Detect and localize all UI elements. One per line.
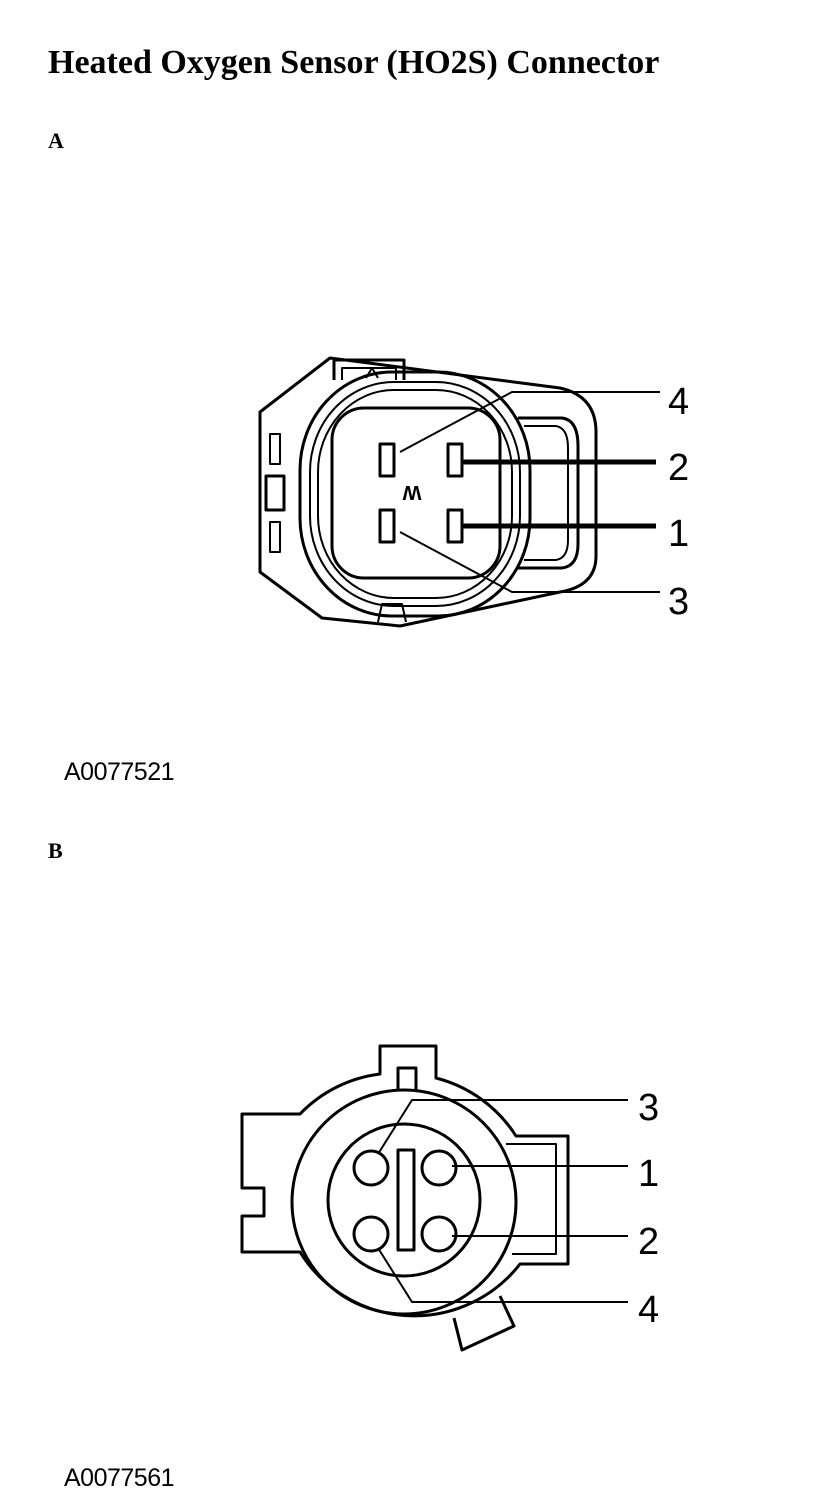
connector-b-housing: [240, 1044, 570, 1318]
connector-b-pin-label-1: 1: [638, 1153, 659, 1195]
connector-a-diagram: W 4 2 1 3: [258, 356, 689, 628]
connector-b-leader-3: [377, 1099, 628, 1155]
connector-b-pin-face: [326, 1122, 482, 1278]
connector-a-housing: [258, 356, 598, 628]
connector-a-pin-label-3: 3: [668, 581, 689, 623]
connector-a-pin-1-terminal: [446, 508, 464, 544]
connector-a-lock-tab: [332, 358, 406, 380]
connector-b-inner-ring: [290, 1088, 518, 1316]
connector-b-bottom-key: [452, 1295, 516, 1352]
connector-a-pin-label-1: 1: [668, 513, 689, 555]
connector-a-side-latch: [518, 416, 580, 570]
connector-b-pin-label-3: 3: [638, 1087, 659, 1129]
connector-b-pin-label-2: 2: [638, 1221, 659, 1263]
connector-a-pin-label-4: 4: [668, 381, 689, 423]
connector-a-pin-2-terminal: [446, 442, 464, 478]
connector-b-center-key: [396, 1148, 416, 1252]
connector-a-figure-id: A0077521: [64, 758, 175, 786]
connector-b-pin-1-terminal: [420, 1149, 458, 1187]
connector-a-cavity: [330, 406, 502, 580]
connector-b-pin-3-terminal: [352, 1149, 390, 1187]
connector-a-pin-label-2: 2: [668, 447, 689, 489]
page-title: Heated Oxygen Sensor (HO2S) Connector: [48, 44, 660, 81]
connector-a-leader-3: [399, 531, 660, 593]
connector-b-pin-4-terminal: [352, 1215, 390, 1253]
connector-a-cavity-mark: W: [402, 481, 421, 503]
connector-b-pin-label-4: 4: [638, 1289, 659, 1331]
connector-b-figure-id: A0077561: [64, 1464, 175, 1492]
connector-b-leader-4: [377, 1247, 628, 1303]
connector-a-leader-4: [399, 391, 660, 453]
section-a-label: A: [48, 128, 64, 153]
connector-a-pin-4-terminal: [378, 442, 396, 478]
connector-a-pin-3-terminal: [378, 508, 396, 544]
connector-b-pin-2-terminal: [420, 1215, 458, 1253]
connector-b-diagram: 3 1 2 4: [240, 1044, 659, 1352]
section-b-label: B: [48, 838, 63, 863]
connector-a-seal-outer: [298, 370, 532, 618]
